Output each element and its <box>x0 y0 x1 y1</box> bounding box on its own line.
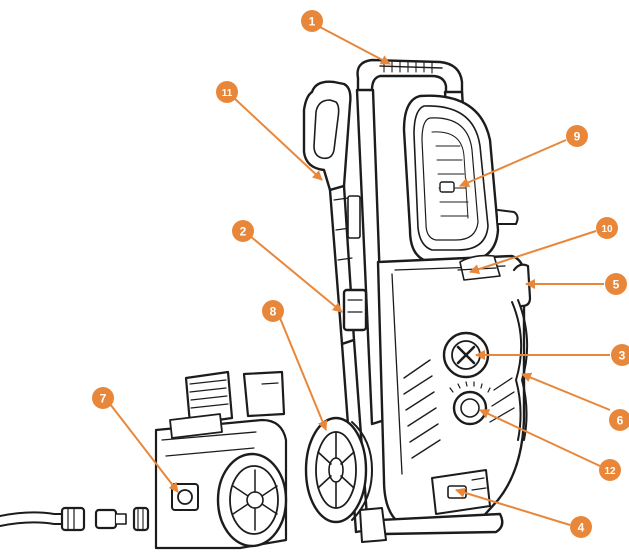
pressure-washer-illustration <box>302 58 532 543</box>
callout-number: 4 <box>578 521 585 535</box>
callout-number: 7 <box>100 392 107 406</box>
callout-6: 6 <box>609 409 629 431</box>
inlet-closeup-illustration <box>0 370 288 550</box>
carry-handle <box>356 58 464 104</box>
leader-4 <box>455 487 571 526</box>
accessory-holder <box>342 288 368 332</box>
leader-8 <box>279 317 328 431</box>
callout-3: 3 <box>611 344 629 366</box>
callout-badges: 1 2 3 4 5 6 7 8 <box>92 10 629 538</box>
callout-leaders <box>109 25 611 526</box>
leader-10 <box>469 230 597 274</box>
callout-12: 12 <box>599 459 621 481</box>
callout-2: 2 <box>232 220 254 242</box>
leader-6 <box>521 372 611 411</box>
leader-7 <box>109 403 179 493</box>
main-wheel <box>304 416 373 524</box>
leader-12 <box>479 409 601 467</box>
leader-2 <box>249 235 343 313</box>
callout-7: 7 <box>92 387 114 409</box>
callout-10: 10 <box>596 217 618 239</box>
callout-number: 5 <box>613 278 620 292</box>
leader-9 <box>459 139 567 188</box>
callout-number: 6 <box>617 414 624 428</box>
callout-number: 9 <box>574 130 581 144</box>
callout-1: 1 <box>301 10 323 32</box>
callout-4: 4 <box>570 516 592 538</box>
callout-number: 12 <box>604 466 616 477</box>
callout-number: 1 <box>309 15 316 29</box>
leader-1 <box>317 25 391 65</box>
callout-11: 11 <box>216 81 238 103</box>
leader-11 <box>233 97 323 181</box>
callout-number: 3 <box>619 349 626 363</box>
callout-9: 9 <box>566 125 588 147</box>
pressure-dial <box>449 381 491 426</box>
callout-number: 2 <box>240 225 247 239</box>
callout-8: 8 <box>262 300 284 322</box>
callout-5: 5 <box>605 273 627 295</box>
callout-number: 8 <box>270 305 277 319</box>
callout-number: 10 <box>601 224 613 235</box>
hose-reel <box>402 94 519 264</box>
callout-number: 11 <box>222 88 233 99</box>
